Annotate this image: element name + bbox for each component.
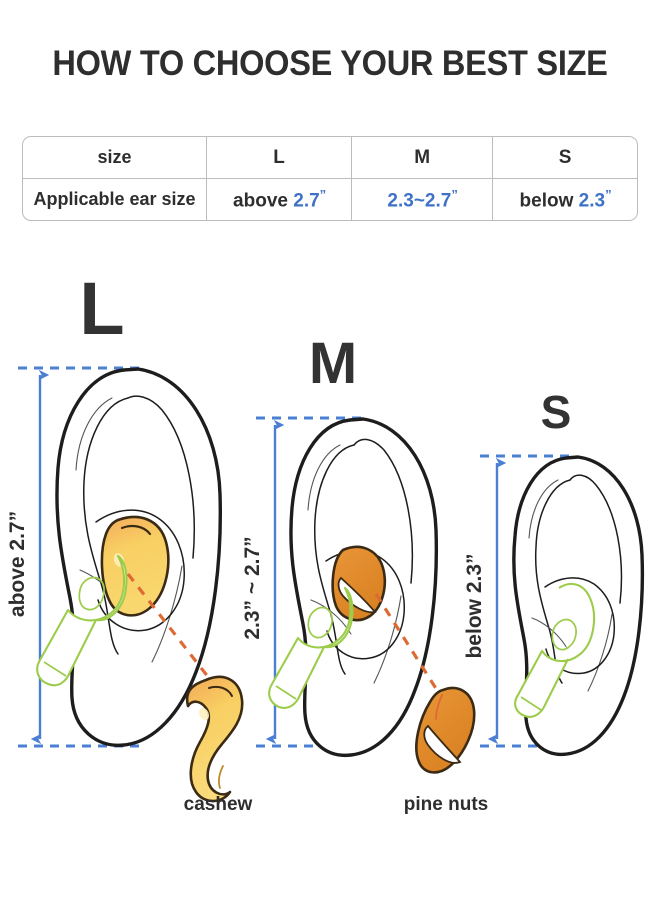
- ear-size-value-s: 2.3: [578, 190, 606, 212]
- ear-size-unit-l: ”: [319, 186, 326, 202]
- diagram-medium: M 2.3” ~ 2.7”: [241, 331, 488, 815]
- ear-size-value-l: 2.7: [293, 190, 320, 212]
- size-comparison-diagram: L above 2.7”: [0, 258, 660, 818]
- ear-size-unit-m: ”: [451, 186, 457, 202]
- ear-size-cell-s: below 2.3”: [492, 179, 637, 220]
- page-title: HOW TO CHOOSE YOUR BEST SIZE: [52, 44, 608, 83]
- dimension-label-s: below 2.3”: [463, 553, 486, 658]
- ear-tip-m: [331, 545, 387, 622]
- table-row-ear-size: Applicable ear size above 2.7” 2.3~2.7” …: [23, 179, 637, 220]
- ear-tip-l: [100, 515, 170, 617]
- dimension-label-m: 2.3” ~ 2.7”: [241, 536, 264, 639]
- ear-size-cell-l: above 2.7”: [206, 179, 351, 220]
- reference-nut-cashew: [185, 675, 244, 803]
- reference-nut-pine: [415, 686, 476, 774]
- ear-size-unit-s: ”: [605, 186, 611, 202]
- size-cell-m: M: [351, 137, 493, 179]
- ear-size-prefix-l: above: [233, 190, 294, 212]
- ear-size-prefix-s: below: [519, 190, 579, 212]
- size-letter-l: L: [79, 267, 124, 350]
- pointer-line-l: [126, 573, 214, 683]
- row-header-applicable-ear-size: Applicable ear size: [33, 189, 196, 209]
- size-letter-s: S: [541, 386, 572, 438]
- reference-nut-caption-l: cashew: [184, 794, 253, 815]
- earbud-m: [268, 586, 354, 709]
- ear-size-cell-m: 2.3~2.7”: [351, 179, 492, 220]
- ear-size-value-m: 2.3~2.7: [387, 190, 452, 212]
- dimension-label-l: above 2.7”: [6, 511, 29, 617]
- table-row-size-header: size L M S: [23, 137, 637, 179]
- pointer-line-m: [374, 593, 444, 699]
- reference-nut-caption-m: pine nuts: [404, 794, 488, 815]
- earbud-s: [514, 582, 596, 718]
- size-letter-m: M: [309, 331, 357, 396]
- size-table: size L M S Applicable ear size above 2.7…: [22, 136, 638, 221]
- diagram-large: L above 2.7”: [6, 267, 253, 815]
- row-header-size: size: [23, 137, 207, 179]
- earbud-l: [36, 554, 128, 687]
- diagram-small: S below 2.3”: [463, 386, 645, 757]
- size-cell-l: L: [206, 137, 352, 179]
- size-cell-s: S: [492, 137, 637, 179]
